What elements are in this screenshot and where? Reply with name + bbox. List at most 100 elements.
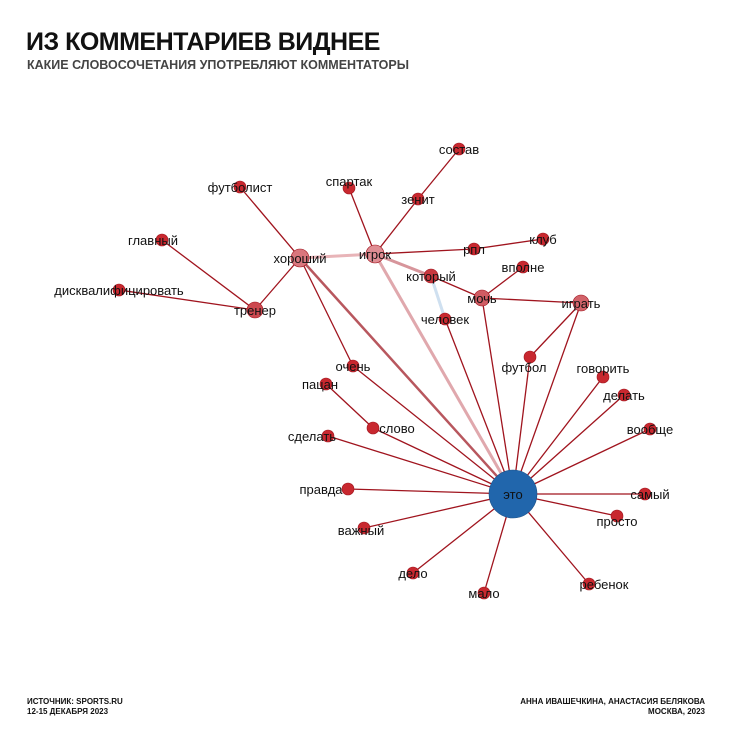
edge-игрок-спартак xyxy=(348,187,376,255)
node-правда[interactable] xyxy=(341,482,355,496)
edge-рпл-клуб xyxy=(473,238,544,250)
node-человек[interactable] xyxy=(438,312,452,326)
node-игрок[interactable] xyxy=(365,244,385,264)
edge-правда-это xyxy=(347,488,514,495)
node-label: хороший xyxy=(274,251,327,266)
node-делать[interactable] xyxy=(617,388,631,402)
node-label: важный xyxy=(338,523,384,538)
node-ребенок[interactable] xyxy=(582,577,596,591)
node-label: это xyxy=(503,487,522,502)
node-очень[interactable] xyxy=(346,359,360,373)
node-label: играть xyxy=(562,296,601,311)
footer-source: ИСТОЧНИК: SPORTS.RU 12-15 ДЕКАБРЯ 2023 xyxy=(27,697,123,717)
node-label: состав xyxy=(439,142,479,157)
node-зенит[interactable] xyxy=(411,192,425,206)
node-label: делать xyxy=(603,388,645,403)
node-label: сделать xyxy=(288,429,336,444)
node-label: правда xyxy=(299,482,343,497)
node-label: мочь xyxy=(467,291,497,306)
node-label: тренер xyxy=(234,303,276,318)
node-label: футбол xyxy=(502,360,547,375)
edge-сделать-это xyxy=(327,435,514,495)
edge-который-человек xyxy=(429,275,447,320)
edge-тренер-дисквалифицировать xyxy=(118,289,256,311)
node-label: главный xyxy=(128,233,178,248)
edge-слово-это xyxy=(372,427,514,495)
node-label: пацан xyxy=(302,377,338,392)
edge-игрок-рпл xyxy=(374,248,475,255)
node-самый[interactable] xyxy=(638,487,652,501)
node-важный[interactable] xyxy=(357,521,371,535)
edge-мочь-вполне xyxy=(481,266,524,299)
node-вполне[interactable] xyxy=(516,260,530,274)
node-label: спартак xyxy=(326,174,373,189)
node-label: клуб xyxy=(529,232,557,247)
node-главный[interactable] xyxy=(155,233,169,247)
authors-text: АННА ИВАШЕЧКИНА, АНАСТАСИЯ БЕЛЯКОВА xyxy=(520,697,705,706)
node-состав[interactable] xyxy=(452,142,466,156)
node-label: дело xyxy=(398,566,427,581)
node-label: игрок xyxy=(359,247,391,262)
node-сделать[interactable] xyxy=(321,429,335,443)
edge-игрок-который xyxy=(374,252,432,278)
edge-хороший-тренер xyxy=(254,257,301,311)
node-клуб[interactable] xyxy=(536,232,550,246)
edge-тренер-главный xyxy=(161,239,256,311)
edge-игрок-это xyxy=(373,253,515,495)
node-label: самый xyxy=(630,487,669,502)
edge-очень-это xyxy=(352,365,514,495)
node-мочь[interactable] xyxy=(473,289,491,307)
edge-хороший-игрок xyxy=(299,252,376,260)
edge-говорить-это xyxy=(512,376,604,495)
node-футболист[interactable] xyxy=(233,180,247,194)
node-label: мало xyxy=(468,586,499,601)
node-это[interactable] xyxy=(488,469,538,519)
node-спартак[interactable] xyxy=(342,181,356,195)
edge-который-мочь xyxy=(430,275,483,299)
node-label: говорить xyxy=(577,361,630,376)
node-дело[interactable] xyxy=(406,566,420,580)
dates-text: 12-15 ДЕКАБРЯ 2023 xyxy=(27,707,109,716)
node-label: вообще xyxy=(627,422,673,437)
node-label: просто xyxy=(596,514,637,529)
edge-хороший-это xyxy=(299,257,514,495)
node-просто[interactable] xyxy=(610,509,624,523)
edge-пацан-слово xyxy=(325,383,374,429)
edge-зенит-состав xyxy=(417,148,460,200)
node-label: зенит xyxy=(401,192,434,207)
place-text: МОСКВА, 2023 xyxy=(648,707,705,716)
node-вообще[interactable] xyxy=(643,422,657,436)
edge-мочь-это xyxy=(481,297,514,495)
node-label: очень xyxy=(336,359,371,374)
node-label: ребенок xyxy=(580,577,629,592)
node-хороший[interactable] xyxy=(290,248,310,268)
page-subtitle: КАКИЕ СЛОВОСОЧЕТАНИЯ УПОТРЕБЛЯЮТ КОММЕНТ… xyxy=(27,58,409,72)
node-label: футболист xyxy=(208,180,273,195)
node-мало[interactable] xyxy=(477,586,491,600)
node-который[interactable] xyxy=(423,268,439,284)
node-label: который xyxy=(406,269,456,284)
source-text: ИСТОЧНИК: SPORTS.RU xyxy=(27,697,123,706)
page-title: ИЗ КОММЕНТАРИЕВ ВИДНЕЕ xyxy=(26,28,380,56)
node-label: вполне xyxy=(502,260,545,275)
edge-важный-это xyxy=(363,493,514,529)
node-пацан[interactable] xyxy=(319,377,333,391)
node-говорить[interactable] xyxy=(596,370,610,384)
node-тренер[interactable] xyxy=(246,301,264,319)
node-label: рпл xyxy=(463,242,485,257)
node-футбол[interactable] xyxy=(523,350,537,364)
node-рпл[interactable] xyxy=(467,242,481,256)
edge-мочь-играть xyxy=(481,297,582,304)
node-дисквалифицировать[interactable] xyxy=(112,283,126,297)
edge-вообще-это xyxy=(512,428,651,495)
edge-хороший-футболист xyxy=(239,186,301,259)
edge-хороший-очень xyxy=(299,257,354,367)
edge-человек-это xyxy=(444,318,514,495)
node-слово[interactable] xyxy=(366,421,380,435)
node-играть[interactable] xyxy=(572,294,590,312)
edge-играть-это xyxy=(512,302,582,495)
footer-credits: АННА ИВАШЕЧКИНА, АНАСТАСИЯ БЕЛЯКОВА МОСК… xyxy=(520,697,705,717)
edge-делать-это xyxy=(512,394,625,495)
edge-игрок-зенит xyxy=(374,198,419,255)
